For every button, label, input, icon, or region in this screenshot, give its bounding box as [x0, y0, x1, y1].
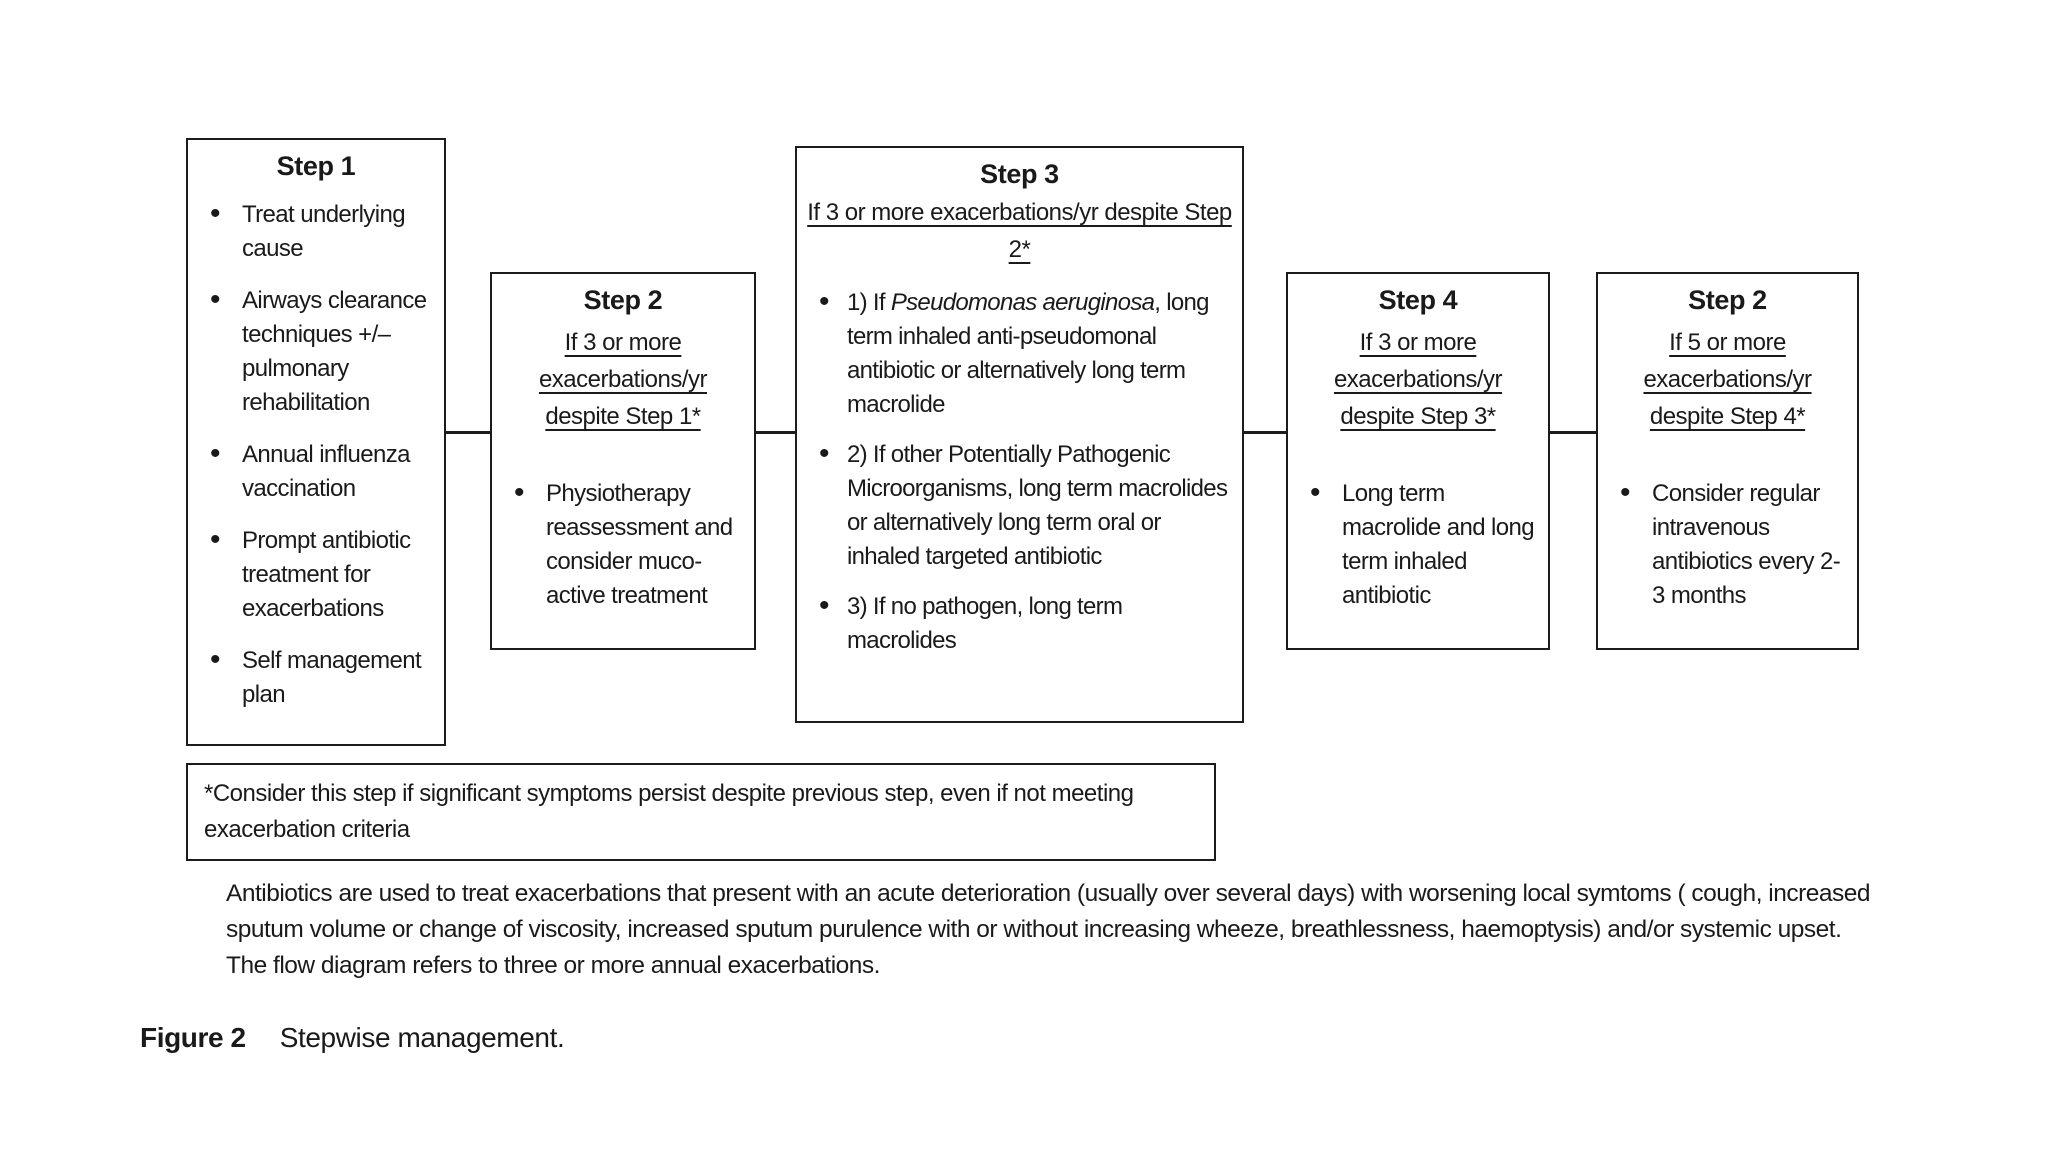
step-bullet-list: Physiotherapy reassessment and consider …: [500, 476, 746, 613]
footnote-box: *Consider this step if significant sympt…: [186, 763, 1216, 861]
step-bullet: Consider regular intravenous antibiotics…: [1606, 476, 1849, 613]
step-title: Step 2: [1688, 285, 1767, 315]
step-condition: If 3 or more exacerbations/yr despite St…: [538, 329, 708, 430]
step-box-1: Step 1 Treat underlying cause Airways cl…: [186, 138, 446, 746]
step-title: Step 1: [276, 151, 356, 181]
bullet-text-suffix: , long term inhaled anti-pseudomonal ant…: [847, 289, 1209, 418]
step-bullet: Physiotherapy reassessment and consider …: [500, 476, 746, 613]
step-bullet: Prompt antibiotic treatment for exacerba…: [196, 523, 436, 626]
step-box-3: Step 3 If 3 or more exacerbations/yr des…: [795, 146, 1244, 723]
step-bullet: Self management plan: [196, 643, 436, 712]
step-bullet-list: 1) If Pseudomonas aeruginosa, long term …: [805, 285, 1234, 658]
step-condition: If 3 or more exacerbations/yr despite St…: [807, 199, 1232, 263]
connector-line-3: [1244, 431, 1286, 434]
figure-caption: Figure 2 Stepwise management.: [140, 1022, 565, 1054]
figure-caption-label: Figure 2: [140, 1022, 246, 1053]
step-bullet: Airways clearance techniques +/– pulmona…: [196, 283, 436, 420]
step-box-4: Step 4 If 3 or more exacerbations/yr des…: [1286, 272, 1550, 650]
connector-line-2: [756, 431, 795, 434]
species-name-italic: Pseudomonas aeruginosa: [890, 289, 1155, 316]
connector-line-1: [446, 431, 490, 434]
step-bullet: Treat underlying cause: [196, 197, 436, 266]
step-bullet-list: Long term macrolide and long term inhale…: [1296, 476, 1540, 613]
step-condition: If 5 or more exacerbations/yr despite St…: [1643, 329, 1812, 430]
step-title: Step 4: [1378, 285, 1458, 315]
step-title: Step 3: [980, 159, 1059, 189]
step-box-2: Step 2 If 3 or more exacerbations/yr des…: [490, 272, 756, 650]
figure-description: Antibiotics are used to treat exacerbati…: [226, 876, 1918, 984]
step-bullet: Long term macrolide and long term inhale…: [1296, 476, 1540, 613]
step-bullet: 3) If no pathogen, long term macrolides: [805, 589, 1234, 658]
step-bullet: 2) If other Potentially Pathogenic Micro…: [805, 437, 1234, 574]
description-paragraph: The flow diagram refers to three or more…: [226, 952, 880, 979]
step-bullet-list: Treat underlying cause Airways clearance…: [196, 197, 436, 712]
step-box-5: Step 2 If 5 or more exacerbations/yr des…: [1596, 272, 1859, 650]
description-paragraph: Antibiotics are used to treat exacerbati…: [226, 880, 1871, 943]
step-bullet: 1) If Pseudomonas aeruginosa, long term …: [805, 285, 1234, 422]
step-condition: If 3 or more exacerbations/yr despite St…: [1333, 329, 1503, 430]
figure-caption-text: Stepwise management.: [279, 1022, 565, 1053]
footnote-text: *Consider this step if significant sympt…: [204, 780, 1134, 843]
step-title: Step 2: [583, 285, 663, 315]
bullet-text-prefix: 1) If: [847, 289, 891, 316]
step-bullet-list: Consider regular intravenous antibiotics…: [1606, 476, 1849, 613]
connector-line-4: [1550, 431, 1596, 434]
step-bullet: Annual influenza vaccination: [196, 437, 436, 506]
